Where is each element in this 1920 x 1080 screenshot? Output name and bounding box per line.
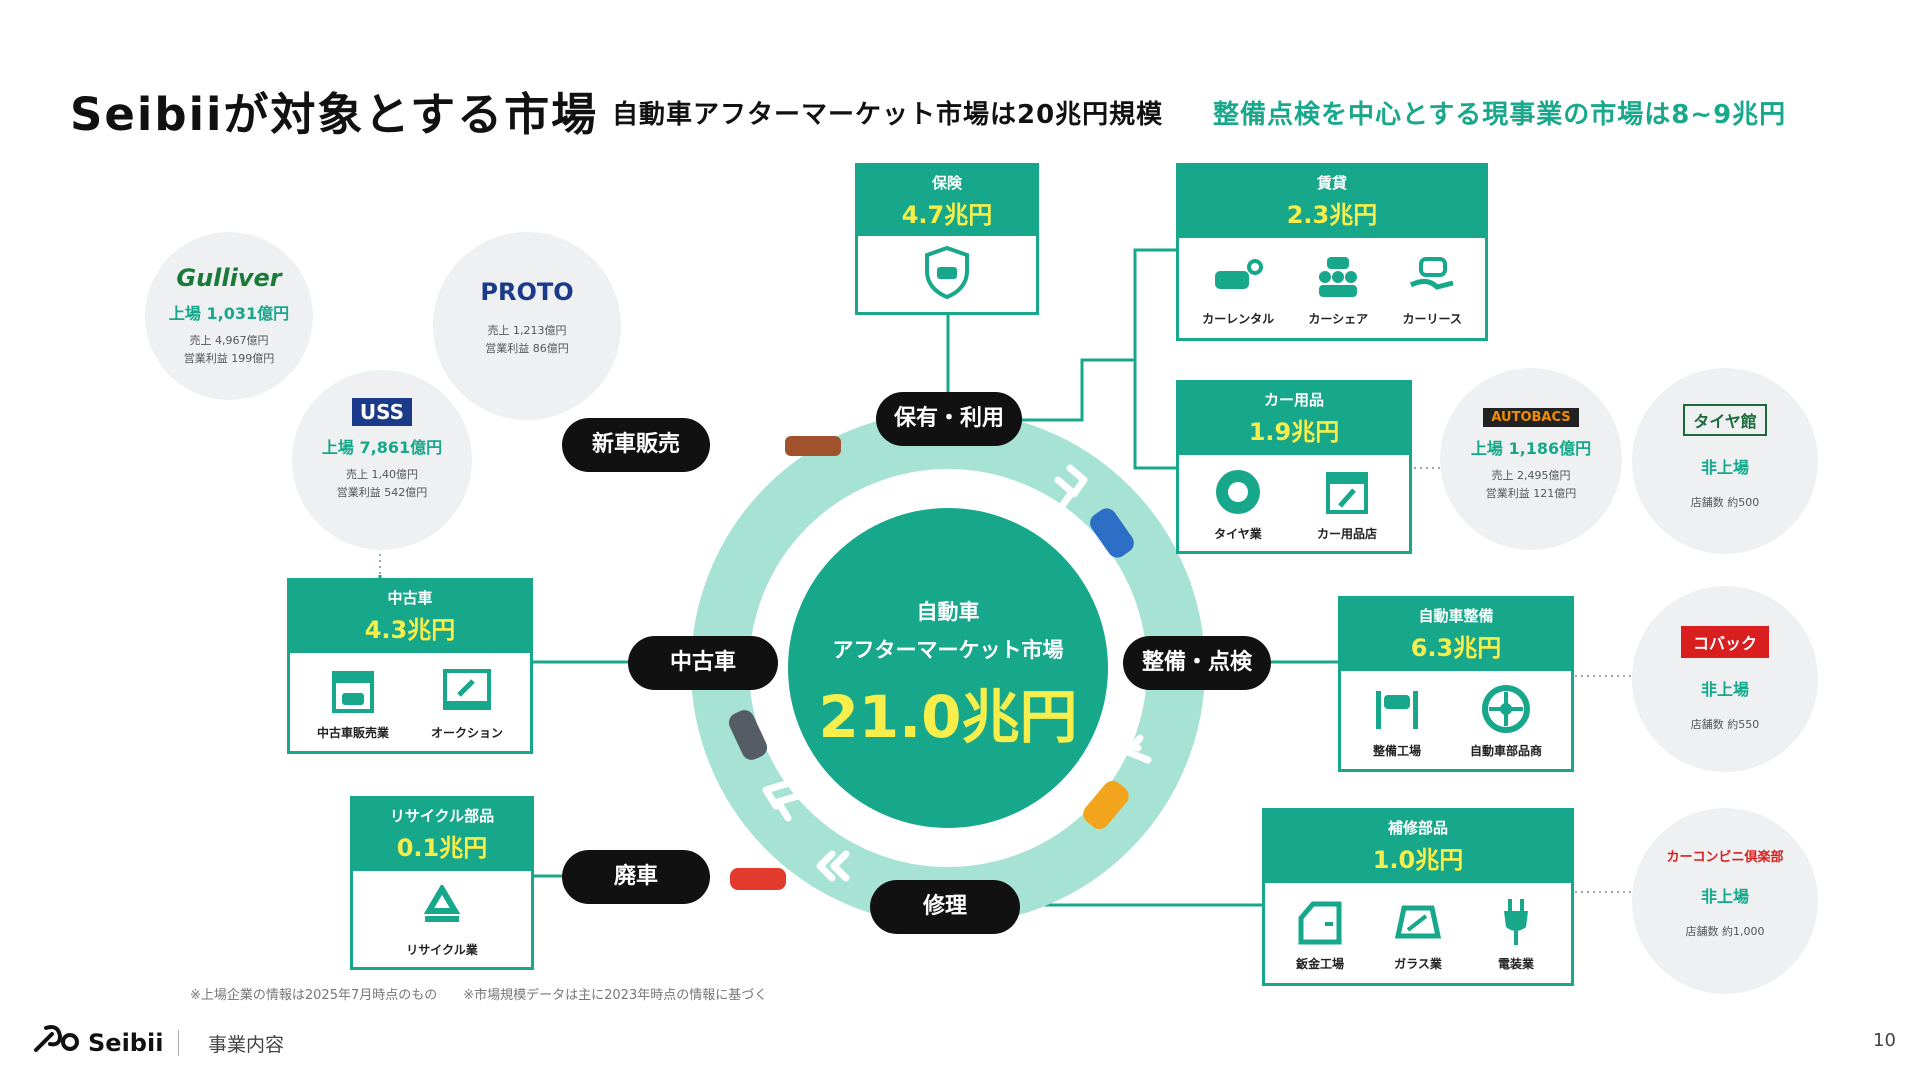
company-stores: 店舗数 約1,000 bbox=[1685, 925, 1765, 938]
brand-logo: Seibii bbox=[30, 1022, 163, 1064]
market-value: 0.1兆円 bbox=[396, 834, 488, 862]
company-profit: 営業利益 542億円 bbox=[336, 486, 428, 499]
market-value: 1.0兆円 bbox=[1372, 846, 1464, 874]
market-hoshu: 補修部品 1.0兆円 鈑金工場 ガラス業 電装業 bbox=[1262, 808, 1574, 986]
tire-icon bbox=[1211, 465, 1265, 519]
company-carcon: カーコンビニ倶楽部 非上場 店舗数 約1,000 bbox=[1632, 808, 1818, 994]
item-garage: 整備工場 bbox=[1370, 682, 1424, 759]
company-uss: USS 上場 7,861億円 売上 1,40億円営業利益 542億円 bbox=[292, 370, 472, 550]
footnote: ※上場企業の情報は2025年7月時点のもの ※市場規模データは主に2023年時点… bbox=[190, 988, 768, 1003]
company-stores: 店舗数 約500 bbox=[1690, 496, 1760, 509]
company-listing: 上場 1,031億円 bbox=[168, 304, 290, 323]
shield-car-icon bbox=[923, 245, 971, 303]
center-value: 21.0兆円 bbox=[818, 683, 1078, 751]
brand-name: Seibii bbox=[88, 1029, 164, 1057]
car-key-icon bbox=[1211, 250, 1265, 304]
market-label: 中古車 bbox=[387, 589, 433, 607]
item-bodywork: 鈑金工場 bbox=[1293, 895, 1347, 972]
logo-kobac: コバック bbox=[1680, 626, 1769, 658]
market-seibi: 自動車整備 6.3兆円 整備工場 自動車部品商 bbox=[1338, 596, 1574, 772]
market-youhin: カー用品 1.9兆円 タイヤ業 カー用品店 bbox=[1176, 380, 1412, 554]
company-profit: 営業利益 86億円 bbox=[485, 342, 569, 355]
item-car-rental: カーレンタル bbox=[1202, 250, 1274, 327]
logo-gulliver: Gulliver bbox=[176, 264, 282, 292]
market-value: 6.3兆円 bbox=[1410, 634, 1502, 662]
plug-icon bbox=[1489, 895, 1543, 949]
item-car-share: カーシェア bbox=[1308, 250, 1368, 327]
company-autobacs: AUTOBACS 上場 1,186億円 売上 2,495億円営業利益 121億円 bbox=[1440, 368, 1622, 550]
center-label-1: 自動車 bbox=[916, 600, 980, 624]
company-profit: 営業利益 121億円 bbox=[1485, 487, 1577, 500]
company-stores: 店舗数 約550 bbox=[1690, 718, 1760, 731]
company-listing: 非上場 bbox=[1700, 680, 1749, 699]
wheel-icon bbox=[1479, 682, 1533, 736]
center-label: 自動車 アフターマーケット市場 21.0兆円 bbox=[785, 596, 1111, 754]
recycle-icon bbox=[415, 881, 469, 935]
market-value: 2.3兆円 bbox=[1286, 201, 1378, 229]
company-profit: 営業利益 199億円 bbox=[183, 352, 275, 365]
item-used-car-dealer: 中古車販売業 bbox=[317, 664, 389, 741]
company-taiyakan: タイヤ館 非上場 店舗数 約500 bbox=[1632, 368, 1818, 554]
item-electrical: 電装業 bbox=[1489, 895, 1543, 972]
car-door-icon bbox=[1293, 895, 1347, 949]
item-tire: タイヤ業 bbox=[1211, 465, 1265, 542]
stage-shuri: 修理 bbox=[870, 880, 1020, 934]
wrench-logo-icon bbox=[30, 1022, 80, 1064]
gavel-monitor-icon bbox=[440, 664, 494, 718]
hand-car-icon bbox=[1405, 250, 1459, 304]
car-store-icon bbox=[326, 664, 380, 718]
company-listing: 非上場 bbox=[1700, 458, 1749, 477]
stage-haisha: 廃車 bbox=[562, 850, 710, 904]
stage-seibi: 整備・点検 bbox=[1123, 636, 1271, 690]
people-icon bbox=[1311, 250, 1365, 304]
company-sales: 売上 4,967億円 bbox=[189, 334, 269, 347]
market-label: 自動車整備 bbox=[1418, 607, 1494, 625]
company-sales: 売上 1,213億円 bbox=[487, 324, 567, 337]
stage-chuko: 中古車 bbox=[628, 636, 778, 690]
store-wrench-icon bbox=[1320, 465, 1374, 519]
market-value: 4.3兆円 bbox=[364, 616, 456, 644]
market-hoken: 保険 4.7兆円 bbox=[855, 163, 1039, 315]
page-subtitle: 自動車アフターマーケット市場は20兆円規模 bbox=[612, 100, 1164, 130]
stage-shinsha: 新車販売 bbox=[562, 418, 710, 472]
company-sales: 売上 1,40億円 bbox=[346, 468, 418, 481]
page-number: 10 bbox=[1873, 1030, 1896, 1051]
market-value: 4.7兆円 bbox=[901, 201, 993, 229]
company-kobac: コバック 非上場 店舗数 約550 bbox=[1632, 586, 1818, 772]
company-proto: PROTO 売上 1,213億円営業利益 86億円 bbox=[433, 232, 621, 420]
market-label: 保険 bbox=[931, 174, 962, 192]
center-label-2: アフターマーケット市場 bbox=[832, 638, 1064, 662]
item-car-goods-store: カー用品店 bbox=[1317, 465, 1377, 542]
market-label: カー用品 bbox=[1263, 391, 1324, 409]
market-label: 補修部品 bbox=[1387, 819, 1448, 837]
item-car-lease: カーリース bbox=[1402, 250, 1462, 327]
market-label: 賃貸 bbox=[1316, 174, 1347, 192]
footer-section: 事業内容 bbox=[208, 1034, 285, 1056]
logo-autobacs: AUTOBACS bbox=[1483, 408, 1579, 427]
car-lift-icon bbox=[1370, 682, 1424, 736]
windshield-icon bbox=[1391, 895, 1445, 949]
page-highlight: 整備点検を中心とする現事業の市場は8~9兆円 bbox=[1213, 100, 1787, 130]
market-chuko: 中古車 4.3兆円 中古車販売業 オークション bbox=[287, 578, 533, 754]
logo-uss: USS bbox=[351, 398, 413, 426]
logo-carcon: カーコンビニ倶楽部 bbox=[1666, 850, 1784, 865]
company-listing: 上場 7,861億円 bbox=[321, 438, 443, 457]
stage-hoyu: 保有・利用 bbox=[876, 392, 1022, 446]
footer-divider bbox=[178, 1030, 179, 1056]
company-listing: 上場 1,186億円 bbox=[1470, 439, 1592, 458]
market-value: 1.9兆円 bbox=[1248, 418, 1340, 446]
page-title: Seibiiが対象とする市場 bbox=[70, 88, 599, 141]
logo-taiyakan: タイヤ館 bbox=[1683, 404, 1767, 436]
item-parts-dealer: 自動車部品商 bbox=[1470, 682, 1542, 759]
item-auction: オークション bbox=[431, 664, 503, 741]
item-recycle: リサイクル業 bbox=[406, 881, 478, 958]
item-glass: ガラス業 bbox=[1391, 895, 1445, 972]
market-chintai: 賃貸 2.3兆円 カーレンタル カーシェア カーリース bbox=[1176, 163, 1488, 341]
logo-proto: PROTO bbox=[480, 278, 574, 306]
company-listing: 非上場 bbox=[1700, 887, 1749, 906]
company-sales: 売上 2,495億円 bbox=[1491, 469, 1571, 482]
market-label: リサイクル部品 bbox=[389, 807, 495, 825]
company-gulliver: Gulliver 上場 1,031億円 売上 4,967億円営業利益 199億円 bbox=[145, 232, 313, 400]
market-recycle: リサイクル部品 0.1兆円 リサイクル業 bbox=[350, 796, 534, 970]
